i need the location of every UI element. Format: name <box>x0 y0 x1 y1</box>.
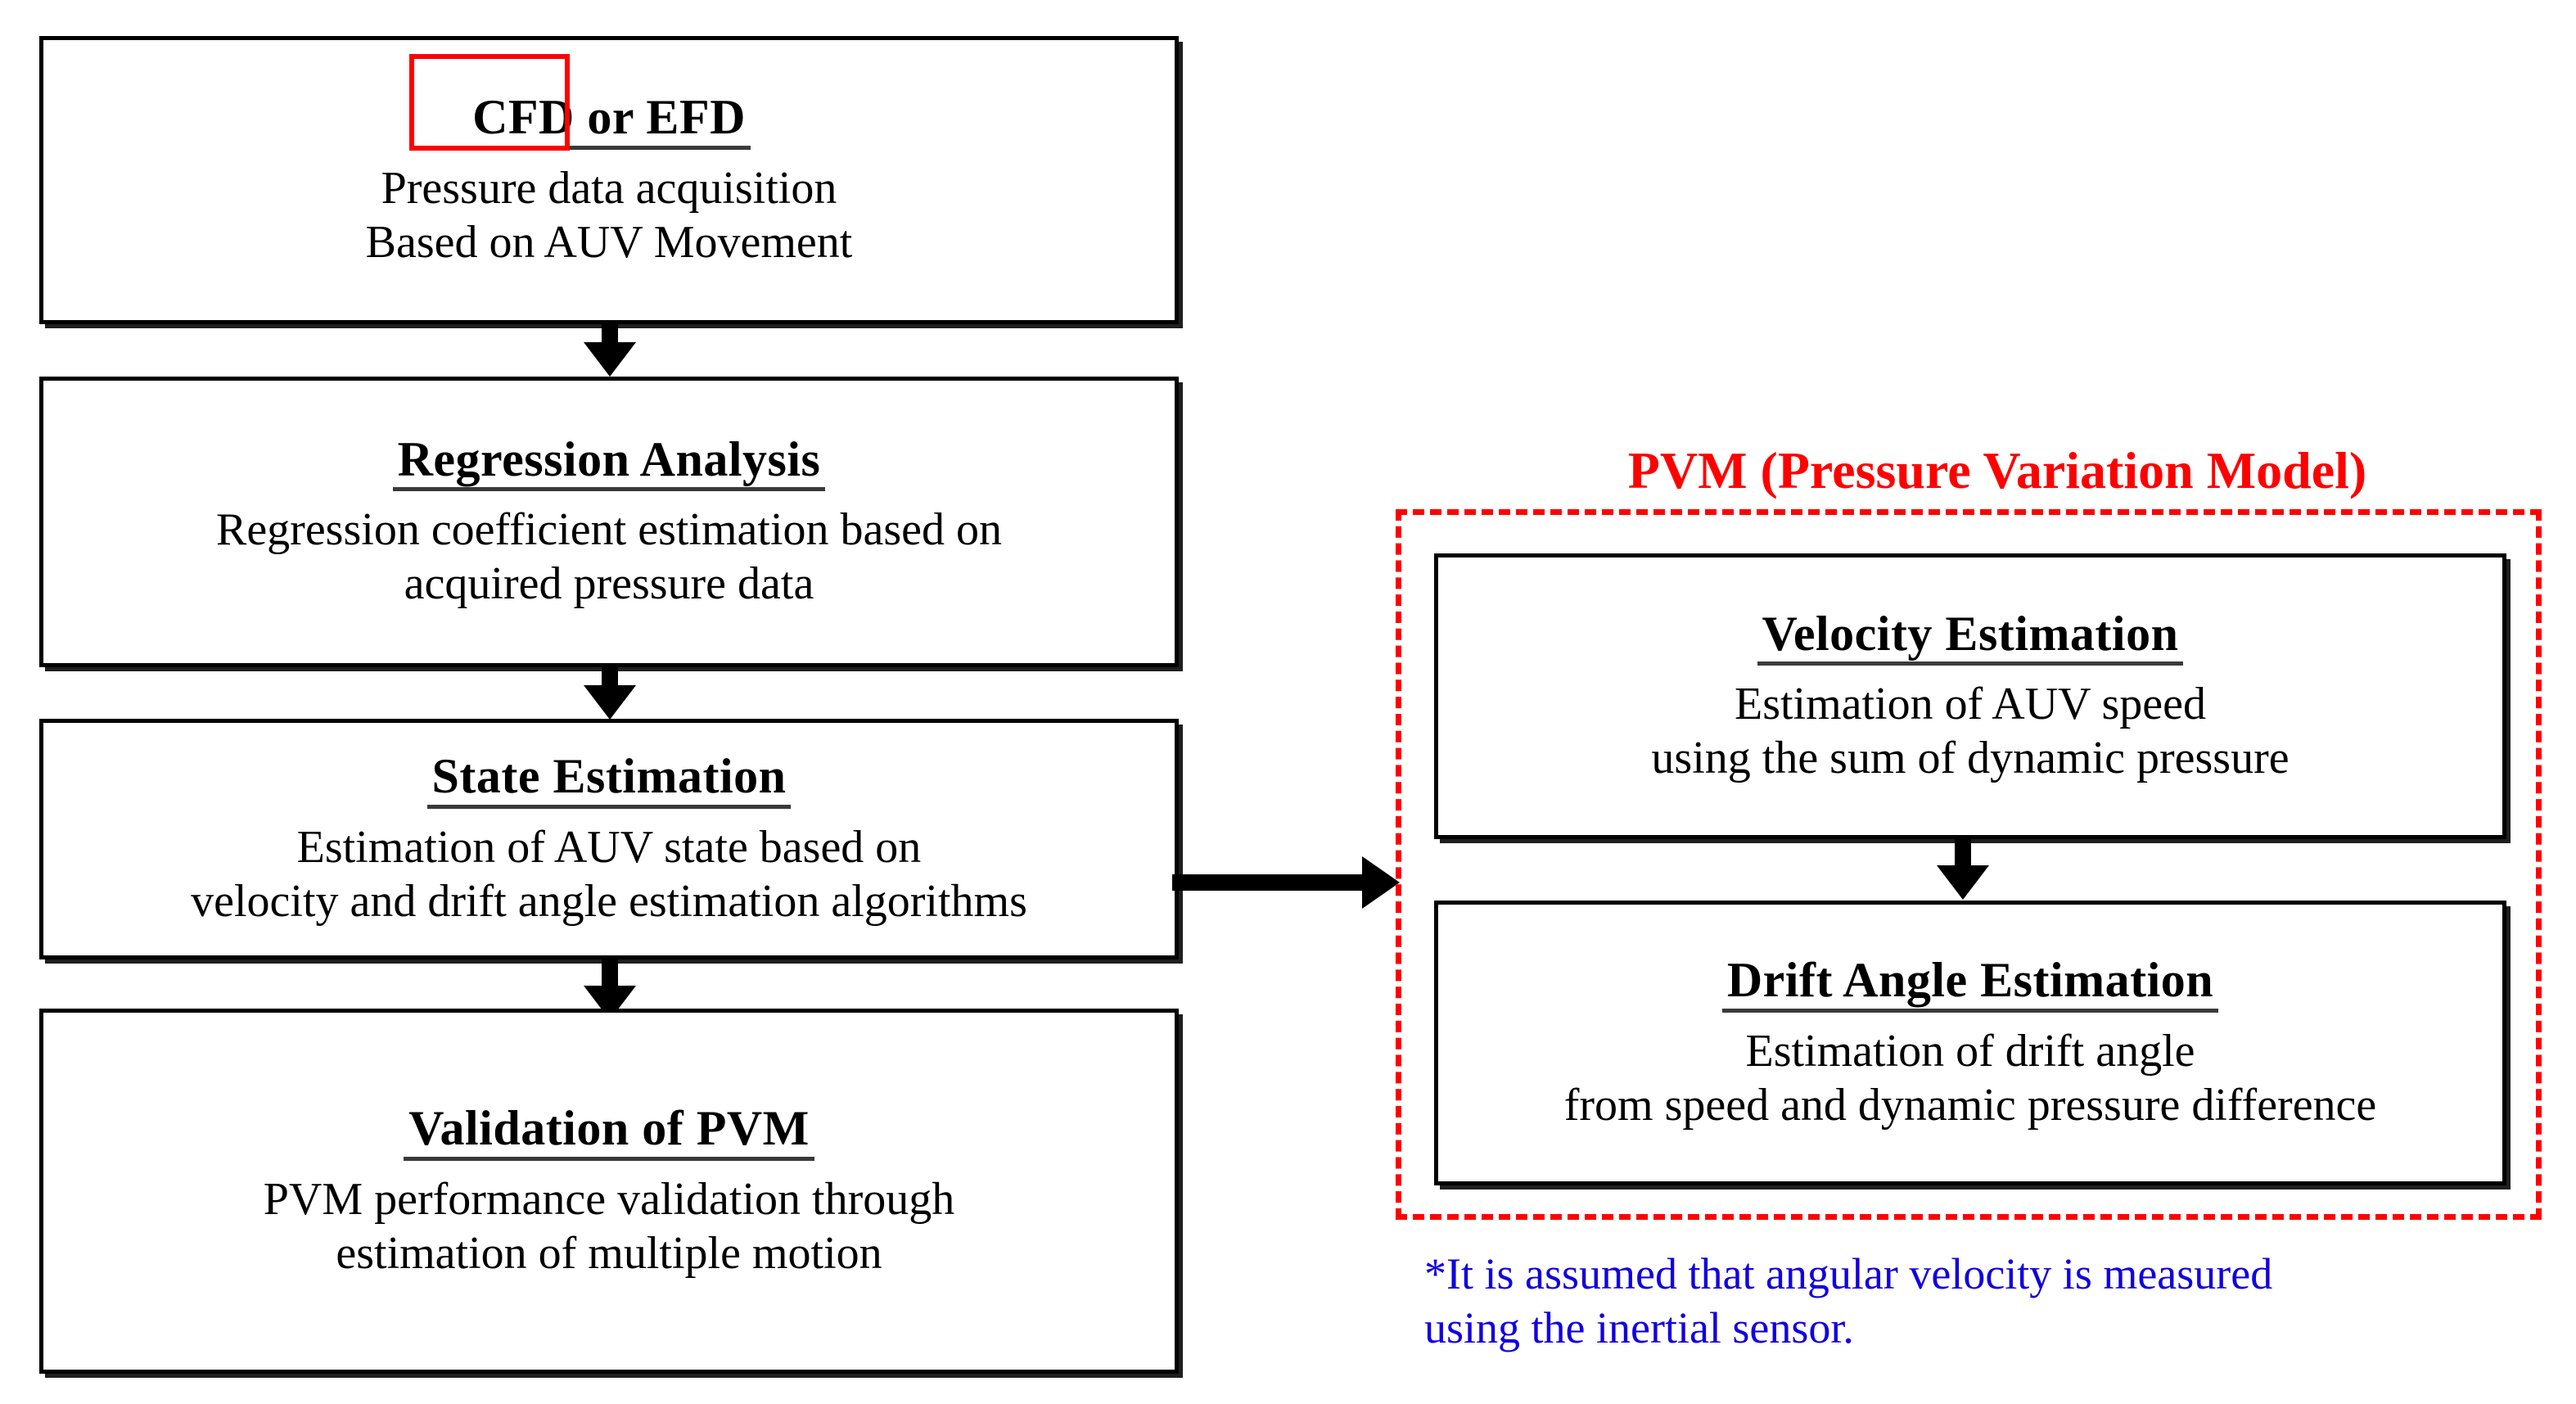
process-box-validation-of-pvm: Validation of PVM PVM performance valida… <box>39 1009 1179 1374</box>
process-box-regression-analysis: Regression Analysis Regression coefficie… <box>39 377 1179 667</box>
box-title-validation-of-pvm: Validation of PVM <box>404 1102 814 1161</box>
box-title-regression-analysis: Regression Analysis <box>392 432 826 492</box>
box-body-regression-analysis: Regression coefficient estimation based … <box>215 504 1003 610</box>
box-body-velocity-estimation: Estimation of AUV speed using the sum of… <box>1651 679 2290 784</box>
pvm-group-title: PVM (Pressure Variation Model) <box>1627 441 2367 499</box>
process-box-velocity-estimation: Velocity Estimation Estimation of AUV sp… <box>1434 553 2506 839</box>
arrow-state-to-pvm-group <box>1172 856 1400 909</box>
box-body-validation-of-pvm: PVM performance validation through estim… <box>263 1173 955 1279</box>
box-title-cfd-efd: CFD or EFD <box>467 91 751 150</box>
box-body-cfd-efd: Pressure data acquisition Based on AUV M… <box>365 162 853 268</box>
pvm-footnote: *It is assumed that angular velocity is … <box>1424 1249 2273 1352</box>
process-box-cfd-efd: CFD or EFD Pressure data acquisition Bas… <box>39 36 1179 324</box>
pvm-group-dashed-border <box>1396 509 2542 1220</box>
box-title-state-estimation: State Estimation <box>426 750 792 809</box>
box-title-velocity-estimation: Velocity Estimation <box>1757 607 2184 666</box>
box-body-drift-angle-estimation: Estimation of drift angle from speed and… <box>1563 1025 2377 1131</box>
box-title-drift-angle-estimation: Drift Angle Estimation <box>1721 954 2219 1013</box>
box-body-state-estimation: Estimation of AUV state based on velocit… <box>191 821 1027 927</box>
process-box-state-estimation: State Estimation Estimation of AUV state… <box>39 719 1179 959</box>
process-box-drift-angle-estimation: Drift Angle Estimation Estimation of dri… <box>1434 901 2506 1185</box>
